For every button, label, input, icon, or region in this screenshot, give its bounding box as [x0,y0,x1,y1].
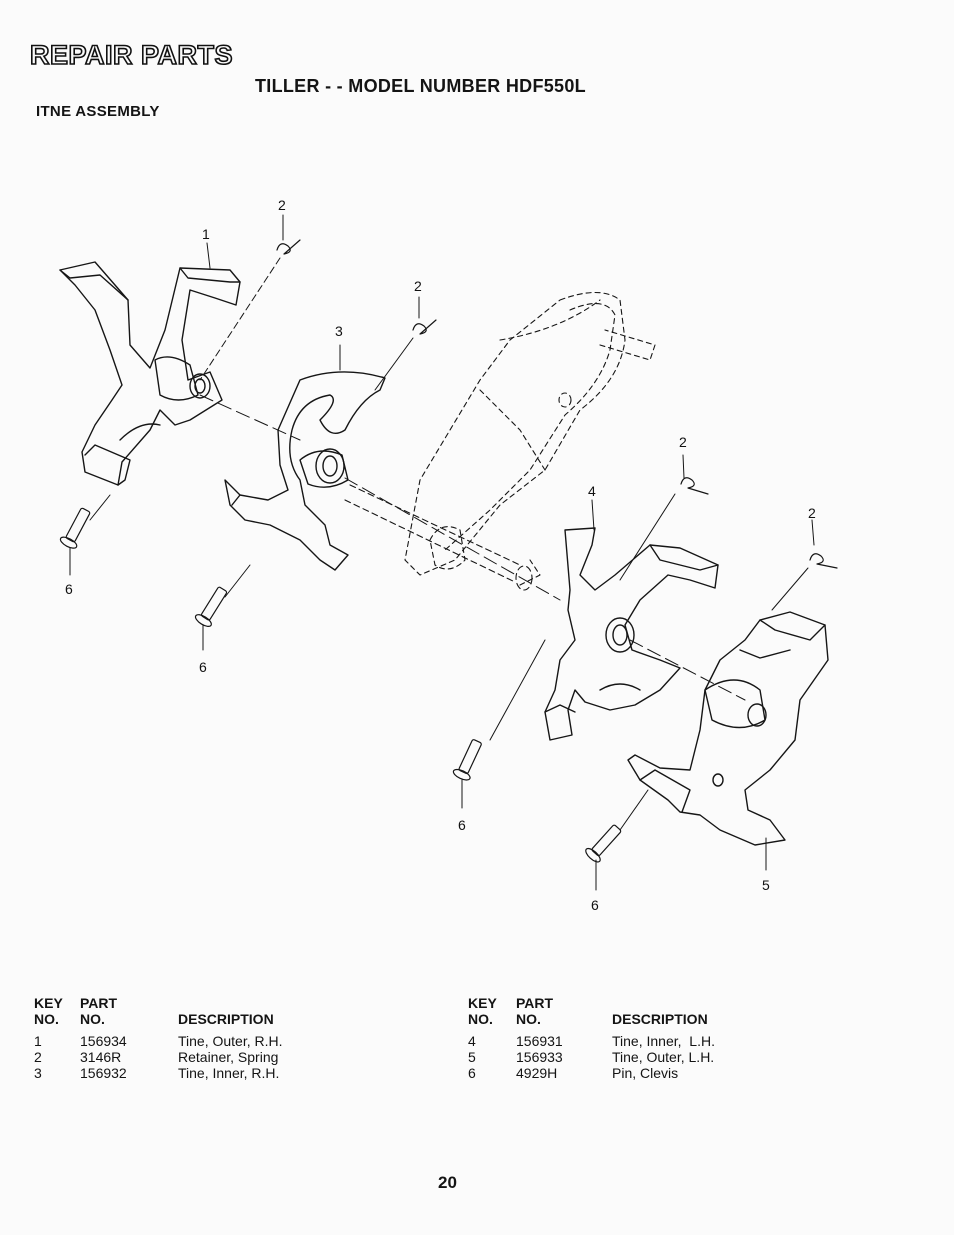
leader-lines [69,214,815,891]
part-no: 4929H [516,1065,558,1081]
section-title: ITNE ASSEMBLY [36,103,160,120]
key-header-line2: NO. [468,1011,493,1027]
key-no: 3 [34,1065,42,1081]
table-row: 5 156933 Tine, Outer, L.H. [468,1049,715,1065]
parts-table-left: KEY NO. PART NO. DESCRIPTION 1 156934 Ti… [34,995,283,1081]
model-subtitle: TILLER - - MODEL NUMBER HDF550L [255,76,586,96]
part-header-line2: NO. [516,1011,541,1027]
part-no: 156931 [516,1033,563,1049]
spring-retainer-icons [276,239,838,569]
tiller-frame-phantom [404,292,656,586]
description: Tine, Inner, R.H. [178,1065,280,1081]
key-no: 5 [468,1049,476,1065]
table-row: 2 3146R Retainer, Spring [34,1049,283,1065]
axle-centerline [199,394,746,701]
tine-inner-lh [544,527,719,741]
tine-outer-rh [59,261,241,486]
clevis-pin-icons [59,507,622,863]
description: Tine, Inner, L.H. [612,1033,715,1049]
callout-6c: 6 [458,817,466,833]
tine-outer-lh [627,611,829,846]
axle-shaft [344,484,533,591]
part-no: 156934 [80,1033,127,1049]
table-header-row: KEY NO. PART NO. DESCRIPTION [468,995,715,1033]
callout-4: 4 [588,483,596,499]
description-header: DESCRIPTION [178,1011,274,1027]
callout-labels: 1 2 2 3 2 4 2 6 6 6 5 6 [65,197,816,913]
callout-2d: 2 [808,505,816,521]
part-header-line1: PART [80,995,118,1011]
key-header-line1: KEY [34,995,63,1011]
description: Tine, Outer, L.H. [612,1049,715,1065]
part-no: 156932 [80,1065,127,1081]
description-header: DESCRIPTION [612,1011,708,1027]
key-header-line1: KEY [468,995,497,1011]
key-no: 4 [468,1033,476,1049]
part-no: 3146R [80,1049,122,1065]
key-no: 1 [34,1033,42,1049]
table-row: 6 4929H Pin, Clevis [468,1065,715,1081]
callout-6d: 6 [591,897,599,913]
part-header-line2: NO. [80,1011,105,1027]
callout-6a: 6 [65,581,73,597]
callout-2c: 2 [679,434,687,450]
tine-inner-rh [224,371,386,571]
key-no: 2 [34,1049,42,1065]
page-title: REPAIR PARTS [29,39,234,71]
callout-6b: 6 [199,659,207,675]
callout-2a: 2 [278,197,286,213]
description: Retainer, Spring [178,1049,279,1065]
callout-5: 5 [762,877,770,893]
parts-table-right: KEY NO. PART NO. DESCRIPTION 4 156931 Ti… [468,995,715,1081]
key-no: 6 [468,1065,476,1081]
table-header-row: KEY NO. PART NO. DESCRIPTION [34,995,283,1033]
description: Pin, Clevis [612,1065,679,1081]
table-row: 1 156934 Tine, Outer, R.H. [34,1033,283,1049]
callout-2b: 2 [414,278,422,294]
key-header-line2: NO. [34,1011,59,1027]
table-row: 3 156932 Tine, Inner, R.H. [34,1065,283,1081]
callout-3: 3 [335,323,343,339]
description: Tine, Outer, R.H. [178,1033,283,1049]
table-row: 4 156931 Tine, Inner, L.H. [468,1033,715,1049]
page-number: 20 [438,1173,457,1192]
part-header-line1: PART [516,995,554,1011]
callout-1: 1 [202,226,210,242]
part-no: 156933 [516,1049,563,1065]
